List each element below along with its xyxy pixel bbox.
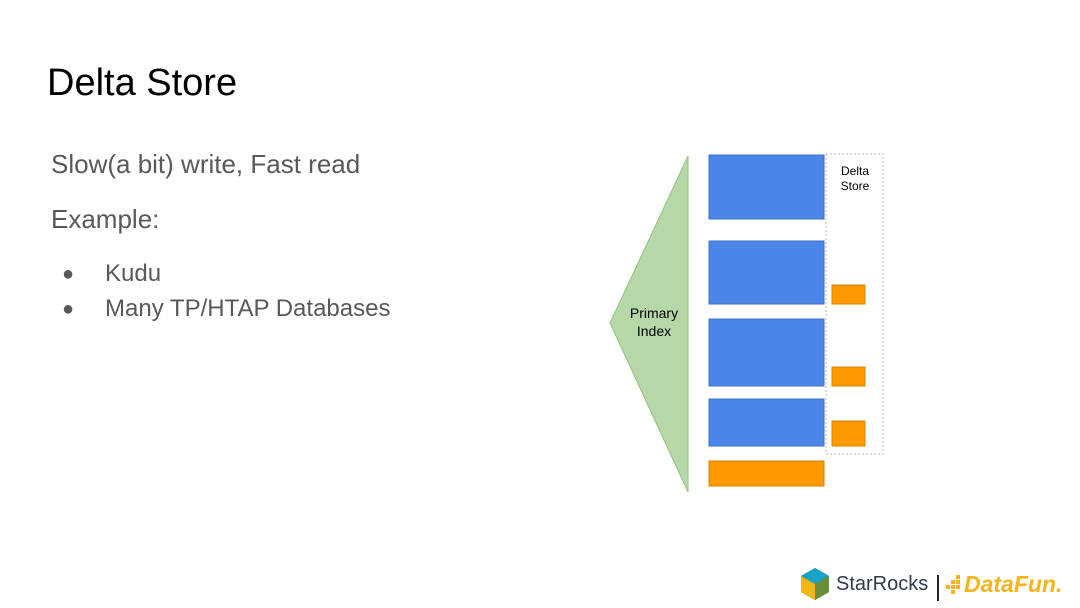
body-line-example: Example: bbox=[51, 204, 160, 234]
bullet-icon: ● bbox=[62, 298, 75, 320]
delta-block-3 bbox=[831, 420, 866, 447]
logo-divider bbox=[937, 575, 939, 601]
datafun-logo-text: DataFun. bbox=[964, 571, 1063, 597]
data-block-1 bbox=[708, 154, 825, 220]
body-line-write-read: Slow(a bit) write, Fast read bbox=[51, 149, 361, 179]
delta-store-label-line2: Store bbox=[841, 179, 870, 193]
delta-block-2 bbox=[831, 366, 866, 387]
bullet-icon: ● bbox=[62, 263, 75, 285]
delta-store-region bbox=[825, 153, 884, 455]
data-block-4 bbox=[708, 398, 825, 447]
data-block-2 bbox=[708, 240, 825, 305]
datafun-logo-icon bbox=[946, 575, 960, 594]
slide-title: Delta Store bbox=[47, 62, 238, 104]
starrocks-logo-text: StarRocks bbox=[836, 573, 929, 595]
new-write-block bbox=[708, 460, 825, 487]
starrocks-logo-icon bbox=[801, 568, 829, 600]
list-item-text: Many TP/HTAP Databases bbox=[105, 295, 391, 322]
data-block-3 bbox=[708, 318, 825, 387]
primary-index-label-line1: Primary bbox=[630, 305, 678, 321]
delta-block-1 bbox=[831, 284, 866, 305]
list-item-text: Kudu bbox=[105, 260, 162, 287]
primary-index-label-line2: Index bbox=[637, 323, 671, 339]
primary-index-shape bbox=[609, 155, 689, 493]
delta-store-label-line1: Delta bbox=[841, 164, 869, 178]
